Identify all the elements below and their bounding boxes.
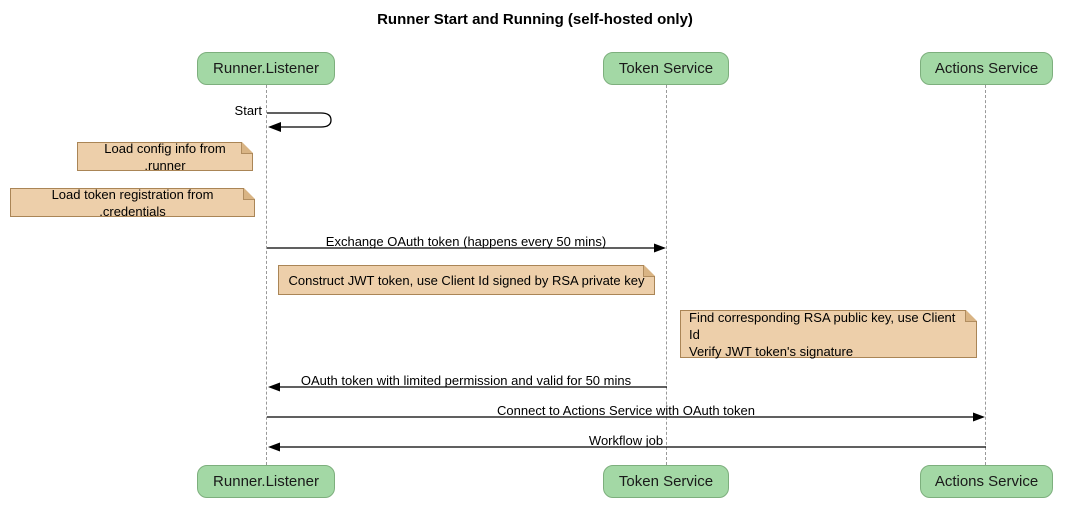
self-arrow-start <box>267 112 332 128</box>
lifeline-runner-listener <box>266 85 267 465</box>
message-label-oauth-token-return: OAuth token with limited permission and … <box>300 373 632 388</box>
message-label-start: Start <box>234 103 262 118</box>
self-arrowhead-start <box>268 122 281 132</box>
arrowhead-exchange-oauth <box>654 243 666 253</box>
message-label-connect-actions: Connect to Actions Service with OAuth to… <box>497 403 755 418</box>
note-load-config: Load config info from .runner <box>77 141 253 173</box>
participant-top-token-service: Token Service <box>603 52 729 85</box>
participant-top-actions-service: Actions Service <box>920 52 1053 85</box>
participant-bottom-token-service: Token Service <box>603 465 729 498</box>
message-label-exchange-oauth: Exchange OAuth token (happens every 50 m… <box>325 234 607 249</box>
participant-top-runner-listener: Runner.Listener <box>197 52 335 85</box>
diagram-title: Runner Start and Running (self-hosted on… <box>377 11 693 28</box>
arrowhead-oauth-token-return <box>268 382 280 392</box>
arrowhead-connect-actions <box>973 412 985 422</box>
lifeline-token-service <box>666 85 667 465</box>
participant-bottom-runner-listener: Runner.Listener <box>197 465 335 498</box>
message-label-workflow-job: Workflow job <box>588 433 664 448</box>
note-construct-jwt: Construct JWT token, use Client Id signe… <box>278 265 655 295</box>
lifeline-actions-service <box>985 85 986 465</box>
arrowhead-workflow-job <box>268 442 280 452</box>
note-verify-jwt: Find corresponding RSA public key, use C… <box>680 310 977 359</box>
note-load-token-registration: Load token registration from .credential… <box>10 187 255 219</box>
participant-bottom-actions-service: Actions Service <box>920 465 1053 498</box>
